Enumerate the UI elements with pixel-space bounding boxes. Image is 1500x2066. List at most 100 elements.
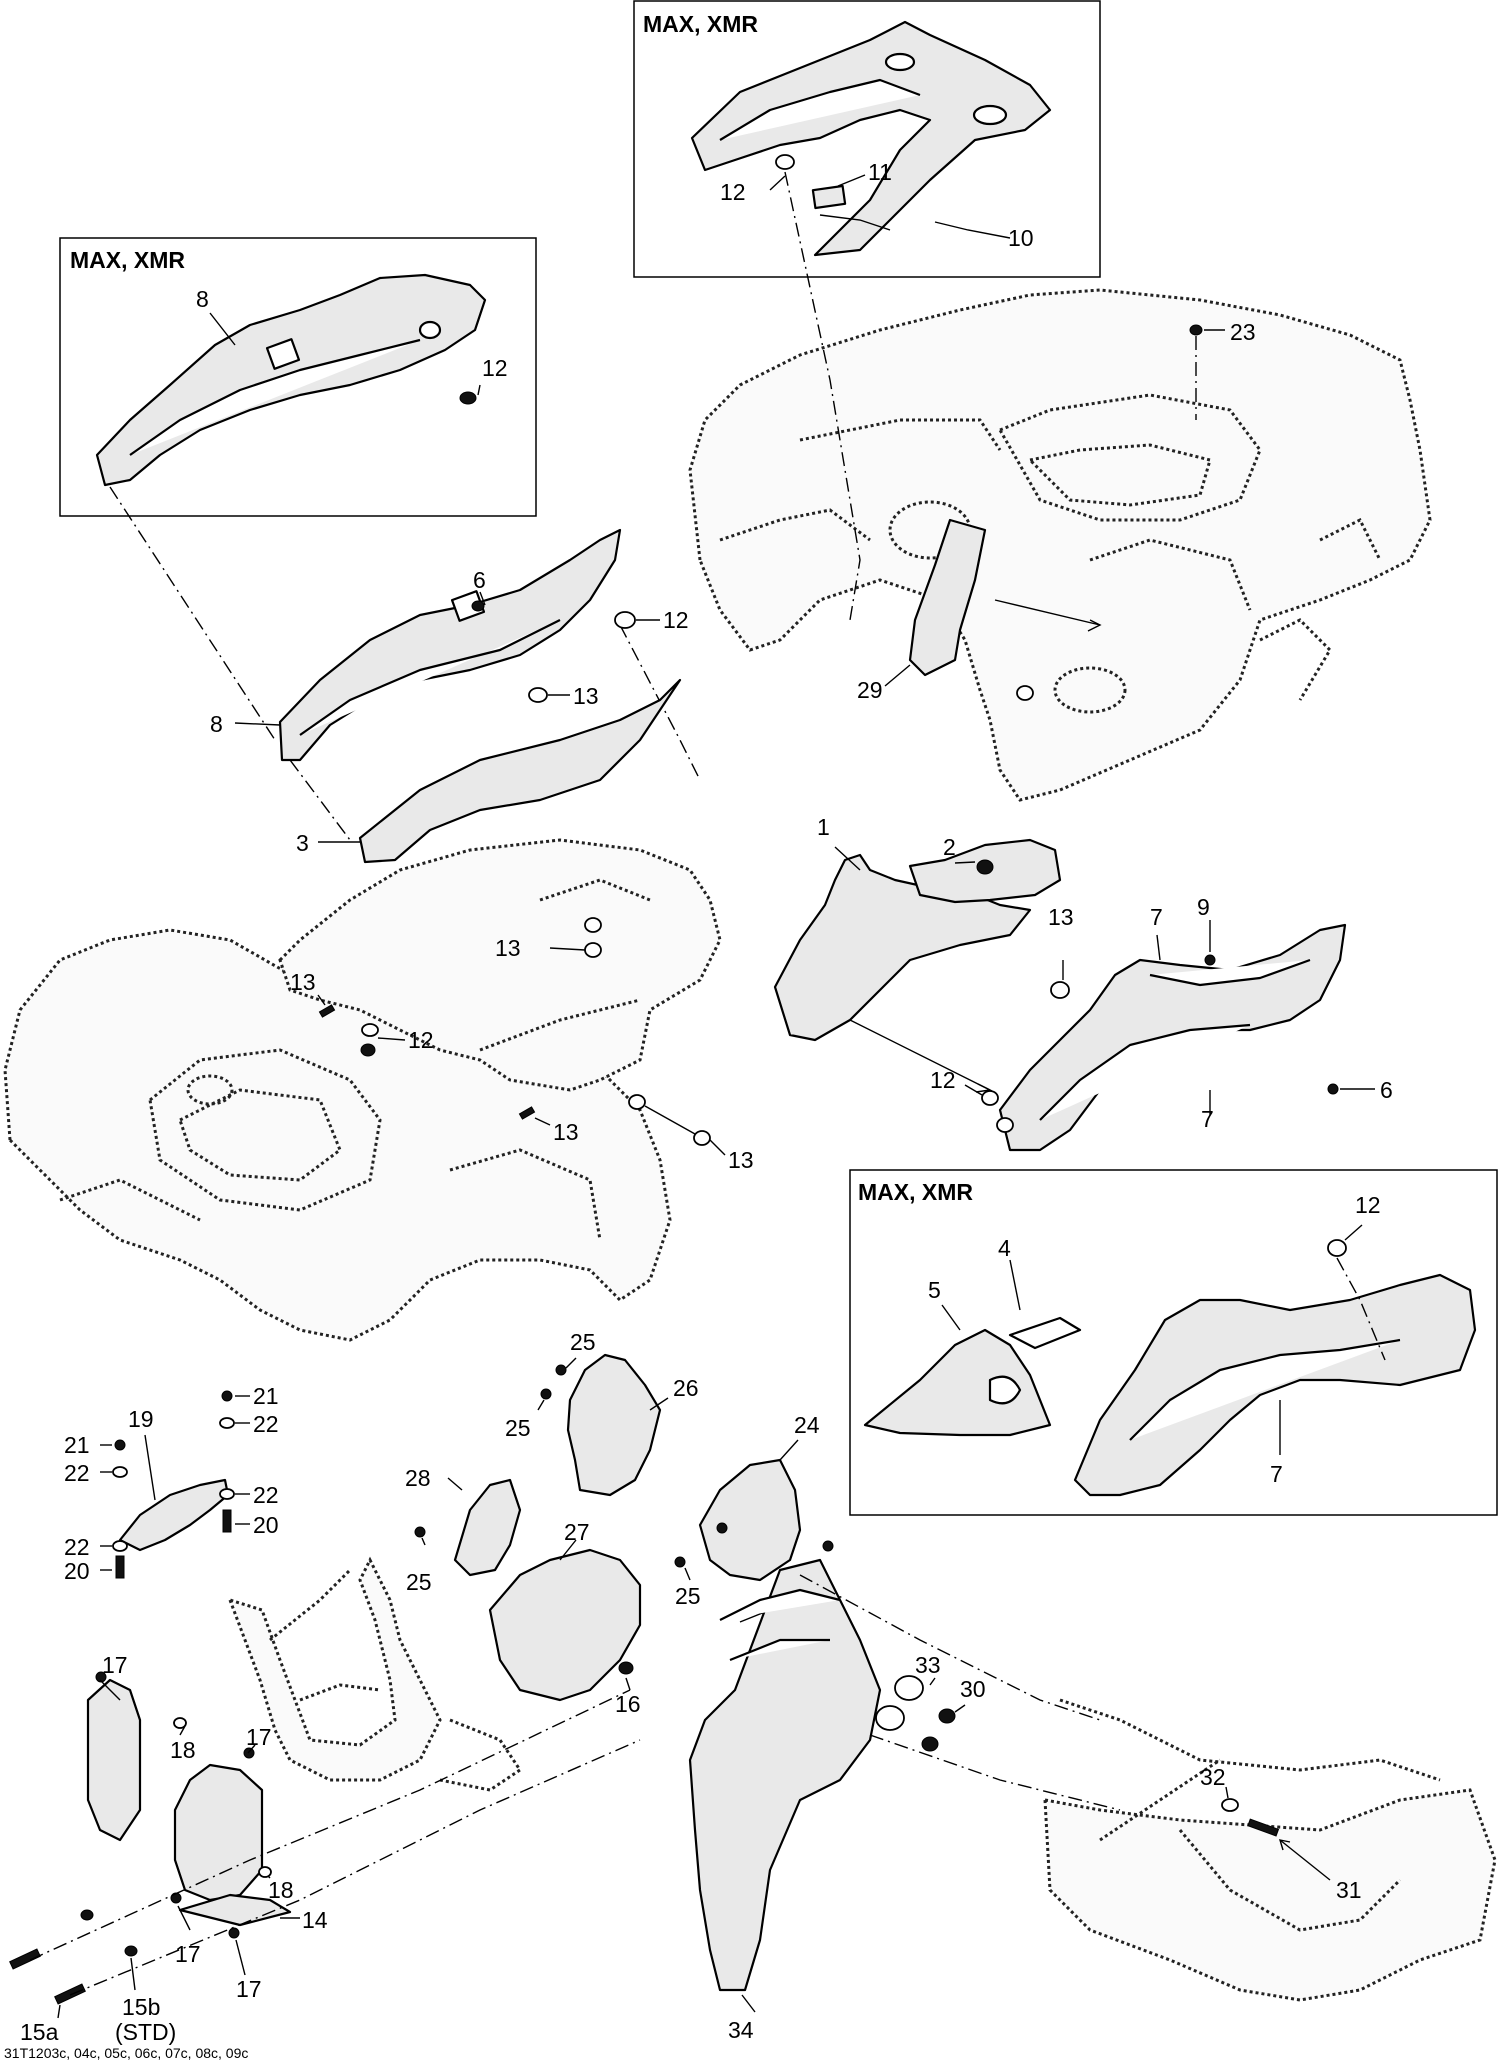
screw-17-bottom-b bbox=[228, 1927, 240, 1939]
callout-12-front: 12 bbox=[408, 1027, 434, 1053]
bracket-28-part bbox=[453, 1478, 522, 1577]
callout-25-c: 25 bbox=[406, 1569, 432, 1595]
washer-22-left-a bbox=[112, 1466, 128, 1478]
screw-17-top bbox=[95, 1671, 107, 1683]
washer-12-center bbox=[614, 611, 636, 629]
washer-12-top bbox=[775, 154, 795, 170]
callout-25-b: 25 bbox=[505, 1415, 531, 1441]
screw-9 bbox=[1204, 954, 1216, 966]
callout-32: 32 bbox=[1200, 1764, 1226, 1790]
detail-box-left: MAX, XMR 8 12 bbox=[59, 237, 537, 517]
callout-17-mid: 17 bbox=[246, 1724, 272, 1750]
detail-box-top-title: MAX, XMR bbox=[643, 11, 758, 37]
screw-25-d bbox=[674, 1556, 686, 1568]
skid-plate-14-part bbox=[178, 1893, 292, 1927]
bolt-30-a bbox=[938, 1708, 956, 1724]
callout-13-center: 13 bbox=[573, 683, 599, 709]
callout-29: 29 bbox=[857, 677, 883, 703]
callout-17-top: 17 bbox=[102, 1652, 128, 1678]
footrest-extension-8-part bbox=[278, 528, 622, 762]
callout-25-d: 25 bbox=[675, 1583, 701, 1609]
bracket-4-part bbox=[1008, 1316, 1082, 1350]
callout-31: 31 bbox=[1336, 1877, 1362, 1903]
washer-12-right-b bbox=[996, 1117, 1014, 1133]
bracket-19-part bbox=[118, 1478, 230, 1552]
detail-box-top: MAX, XMR 12 11 10 bbox=[633, 0, 1101, 278]
callout-27: 27 bbox=[564, 1519, 590, 1545]
callout-1: 1 bbox=[817, 814, 830, 840]
callout-22-left-b: 22 bbox=[64, 1534, 90, 1560]
callout-11: 11 bbox=[868, 159, 892, 185]
washer-13-b bbox=[584, 942, 602, 958]
callout-4: 4 bbox=[998, 1235, 1011, 1261]
screw-17-mid bbox=[243, 1747, 255, 1759]
callout-15b: 15b bbox=[122, 1994, 160, 2020]
washer-rear-fender bbox=[1016, 685, 1034, 701]
washer-13-a bbox=[584, 917, 602, 933]
grommet-2 bbox=[976, 859, 994, 875]
nut-18-a bbox=[173, 1717, 187, 1729]
bolt-20-left bbox=[115, 1555, 125, 1579]
screw-25-a bbox=[555, 1364, 567, 1376]
washer-22-right-b bbox=[219, 1488, 235, 1500]
callout-7-lower: 7 bbox=[1201, 1106, 1214, 1132]
nut-15b-a bbox=[80, 1909, 94, 1921]
callout-22-right-a: 22 bbox=[253, 1411, 279, 1437]
callout-30: 30 bbox=[960, 1676, 986, 1702]
screw-25-e bbox=[716, 1522, 728, 1534]
callout-23: 23 bbox=[1230, 319, 1256, 345]
bolt-6-top bbox=[471, 600, 485, 612]
callout-7-upper: 7 bbox=[1150, 904, 1163, 930]
figure-code: 31T1203c, 04c, 05c, 06c, 07c, 08c, 09c bbox=[4, 2045, 248, 2061]
callout-5: 5 bbox=[928, 1277, 941, 1303]
bolt-30-b bbox=[921, 1736, 939, 1752]
washer-22-left-b bbox=[112, 1540, 128, 1552]
callout-12-right-panel: 12 bbox=[930, 1067, 956, 1093]
callout-8-box: 8 bbox=[196, 286, 209, 312]
callout-13-right-panel: 13 bbox=[1048, 904, 1074, 930]
callout-12-top: 12 bbox=[720, 179, 746, 205]
callout-15a: 15a bbox=[20, 2019, 59, 2045]
washer-12-right-a bbox=[981, 1090, 999, 1106]
panel-3-part bbox=[358, 678, 682, 864]
footrest-panel-7-part bbox=[998, 923, 1347, 1152]
callout-6-top: 6 bbox=[473, 567, 486, 593]
callout-6-right: 6 bbox=[1380, 1077, 1393, 1103]
callout-13-bottom: 13 bbox=[553, 1119, 579, 1145]
bracket-26-part bbox=[566, 1353, 662, 1497]
washer-13-d bbox=[693, 1130, 711, 1146]
front-frame-outline bbox=[227, 1556, 523, 1792]
bolt-20-right bbox=[222, 1509, 232, 1533]
callout-34: 34 bbox=[728, 2017, 754, 2043]
bolt-15a-b bbox=[54, 1983, 86, 2005]
footrest-panel-7-box-part bbox=[1073, 1273, 1477, 1497]
callout-21-left: 21 bbox=[64, 1432, 90, 1458]
screw-25-b bbox=[540, 1388, 552, 1400]
front-fender-outline bbox=[3, 928, 672, 1342]
callout-17-bottom-b: 17 bbox=[236, 1976, 262, 2002]
rear-rack-extension-part bbox=[690, 20, 1052, 257]
callout-3: 3 bbox=[296, 830, 309, 856]
callout-26: 26 bbox=[673, 1375, 699, 1401]
nut-16 bbox=[618, 1661, 634, 1675]
callout-2: 2 bbox=[943, 834, 956, 860]
callout-13-left: 13 bbox=[290, 969, 316, 995]
callout-15b-note: (STD) bbox=[115, 2019, 176, 2045]
callout-13-front-a: 13 bbox=[495, 935, 521, 961]
footrest-extension-left-part bbox=[95, 273, 487, 487]
callout-17-bottom-a: 17 bbox=[175, 1941, 201, 1967]
callout-7-box: 7 bbox=[1270, 1461, 1283, 1487]
callout-33: 33 bbox=[915, 1652, 941, 1678]
bolt-6-right bbox=[1327, 1083, 1339, 1095]
front-upper-panel-outline bbox=[278, 838, 722, 1092]
detail-box-right-title: MAX, XMR bbox=[858, 1179, 973, 1205]
screw-21-right bbox=[221, 1390, 233, 1402]
bumper-guard-left-part bbox=[86, 1678, 142, 1842]
nut-12-left bbox=[459, 391, 477, 405]
washer-12-right bbox=[1327, 1239, 1347, 1257]
callout-28: 28 bbox=[405, 1465, 431, 1491]
carrier-34-part bbox=[688, 1558, 882, 1992]
detail-box-left-title: MAX, XMR bbox=[70, 247, 185, 273]
washer-13-c bbox=[628, 1094, 646, 1110]
